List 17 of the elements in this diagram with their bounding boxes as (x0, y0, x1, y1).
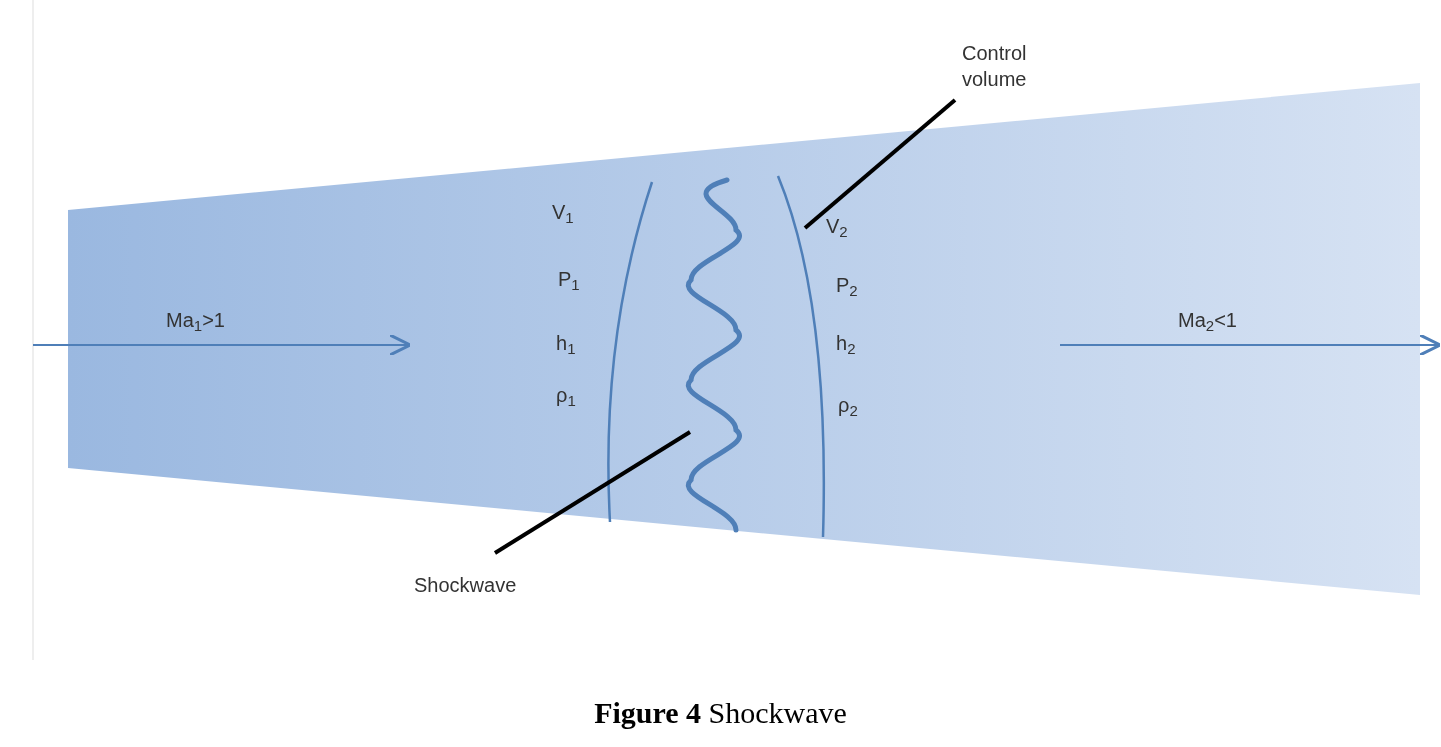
variable-label: Ma$_{1}$>1 (166, 308, 225, 335)
variable-label: ρ$_{1}$ (556, 383, 576, 410)
callout-label: Control volume (962, 41, 1028, 92)
variable-label: ρ$_{2}$ (838, 393, 858, 420)
variable-label: h$_{1}$ (556, 331, 576, 358)
leader-line (803, 98, 957, 230)
variable-label: V$_{1}$ (552, 200, 574, 227)
variable-label: P$_{1}$ (558, 267, 580, 294)
variable-label: h$_{2}$ (836, 331, 856, 358)
shockwave-line (686, 177, 742, 533)
variable-label: V$_{2}$ (826, 214, 848, 241)
variable-label: Ma$_{2}$<1 (1178, 308, 1237, 335)
figure-caption: Figure 4 Shockwave (594, 695, 847, 731)
variable-label: P$_{2}$ (836, 273, 858, 300)
control-volume-boundary (776, 175, 825, 538)
callout-label: Shockwave (414, 573, 517, 598)
leader-line (493, 430, 692, 555)
